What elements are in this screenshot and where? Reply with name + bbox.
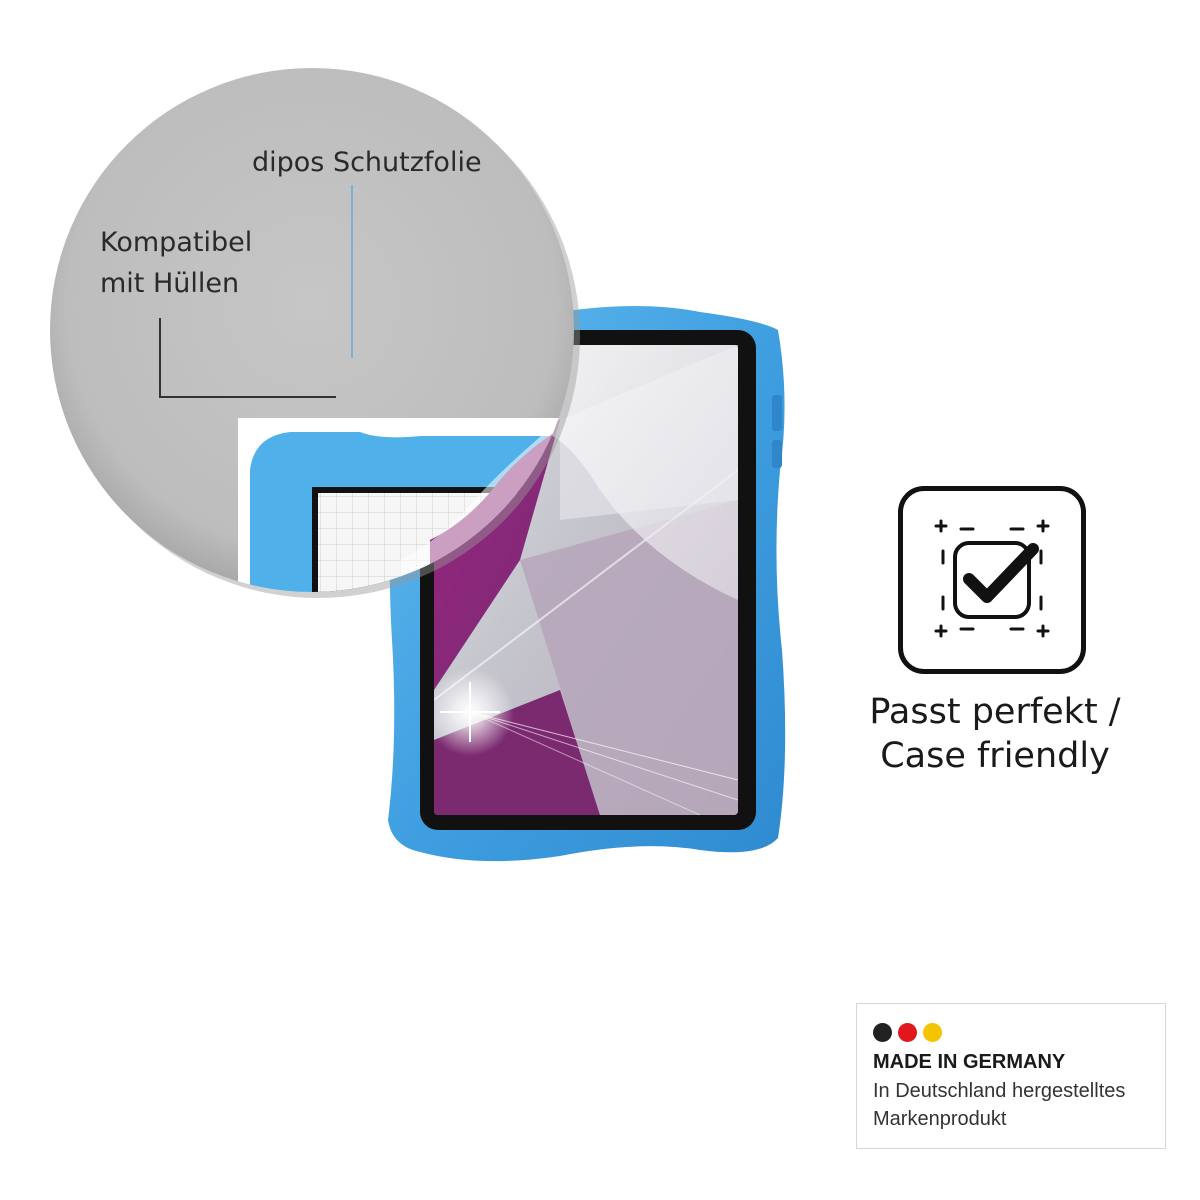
flag-dot-gold [923,1023,942,1042]
case-friendly-caption: Passt perfekt / Case friendly [840,690,1150,778]
protector-label: dipos Schutzfolie [252,147,482,178]
made-in-germany-title: MADE IN GERMANY [873,1051,1066,1073]
case-compatible-label-line: mit Hüllen [100,268,240,299]
case-friendly-caption-line: Passt perfekt / [869,692,1121,732]
case-guide-line [159,318,336,398]
case-friendly-caption-line: Case friendly [880,736,1110,776]
made-in-germany-subtitle: In Deutschland hergestelltes [873,1080,1126,1102]
flag-dot-red [898,1023,917,1042]
case-friendly-badge [898,486,1086,674]
made-in-germany-subtitle: Markenprodukt [873,1108,1007,1130]
made-in-germany-badge: MADE IN GERMANY In Deutschland hergestel… [856,1003,1166,1149]
flag-dot-black [873,1023,892,1042]
case-compatible-label: Kompatibel mit Hüllen [100,222,252,304]
case-compatible-label-line: Kompatibel [100,227,253,258]
screen-protector-peel [540,345,738,600]
case-friendly-check-icon [934,519,1050,638]
